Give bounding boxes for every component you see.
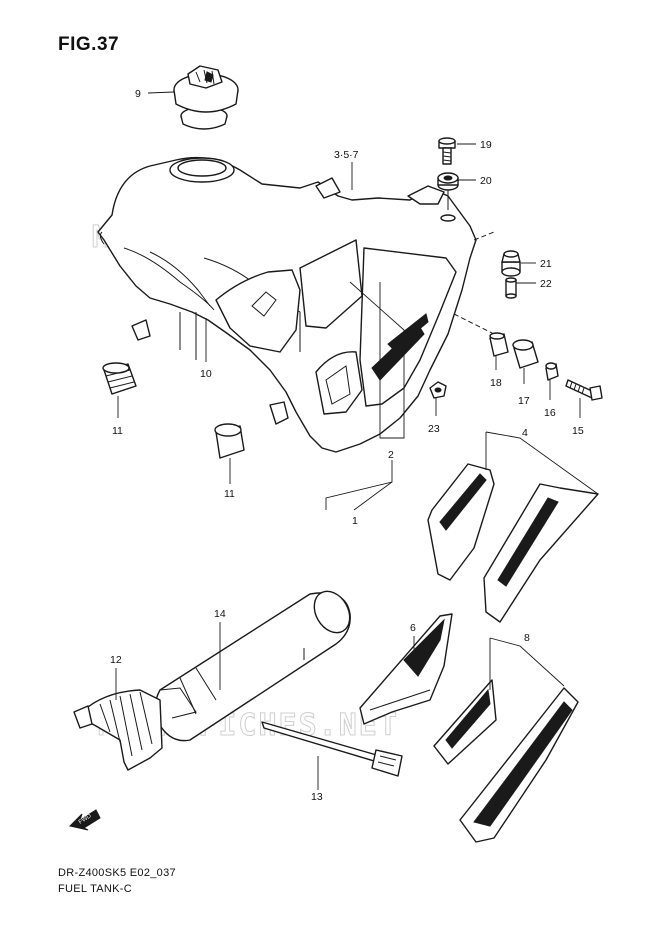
callout-12: 12 [110,654,122,666]
washer-16 [545,362,559,381]
callout-4: 4 [522,427,528,439]
mount-hole [440,214,456,222]
callout-10: 10 [200,368,212,380]
callout-1: 1 [352,515,358,527]
diagram-code: DR-Z400SK5 E02_037 [58,867,176,879]
bush-17 [512,339,539,369]
cable-tie-13 [261,721,403,777]
callout-19: 19 [480,139,492,151]
callout-20: 20 [480,175,492,187]
cushion-11-lower [214,423,245,459]
figure-title: FIG.37 [58,34,120,55]
callout-14: 14 [214,608,226,620]
decal-8 [433,679,579,843]
fwd-arrow-icon: FWD [69,809,101,831]
grommet-20 [437,172,459,191]
callout-2: 2 [388,449,394,461]
callout-23: 23 [428,423,440,435]
fuel-cap [173,65,239,130]
callout-9: 9 [135,88,141,100]
callout-3-5-7: 3·5·7 [334,149,359,161]
callout-6: 6 [410,622,416,634]
collar-22 [505,277,517,299]
leader-lines [115,91,599,790]
callout-17: 17 [518,395,530,407]
callout-11-lower: 11 [224,488,235,500]
callout-21: 21 [540,258,552,270]
bolt-15 [565,379,603,401]
diagram-name: FUEL TANK-C [58,883,132,895]
assembly-dash-lines [453,231,495,335]
bolt-19 [438,137,456,165]
callout-16: 16 [544,407,556,419]
callout-18: 18 [490,377,502,389]
callout-15: 15 [572,425,584,437]
callout-13: 13 [311,791,323,803]
mount-21 [501,250,521,277]
side-decal-4 [427,463,599,623]
callout-11-upper: 11 [112,425,123,437]
fuel-tank [97,156,477,453]
cushion-11-upper [102,362,137,395]
cushion-18 [489,332,509,357]
callout-22: 22 [540,278,552,290]
guard-12 [73,689,163,771]
callout-8: 8 [524,632,530,644]
nut-23 [429,381,447,399]
decal-6 [359,613,453,725]
